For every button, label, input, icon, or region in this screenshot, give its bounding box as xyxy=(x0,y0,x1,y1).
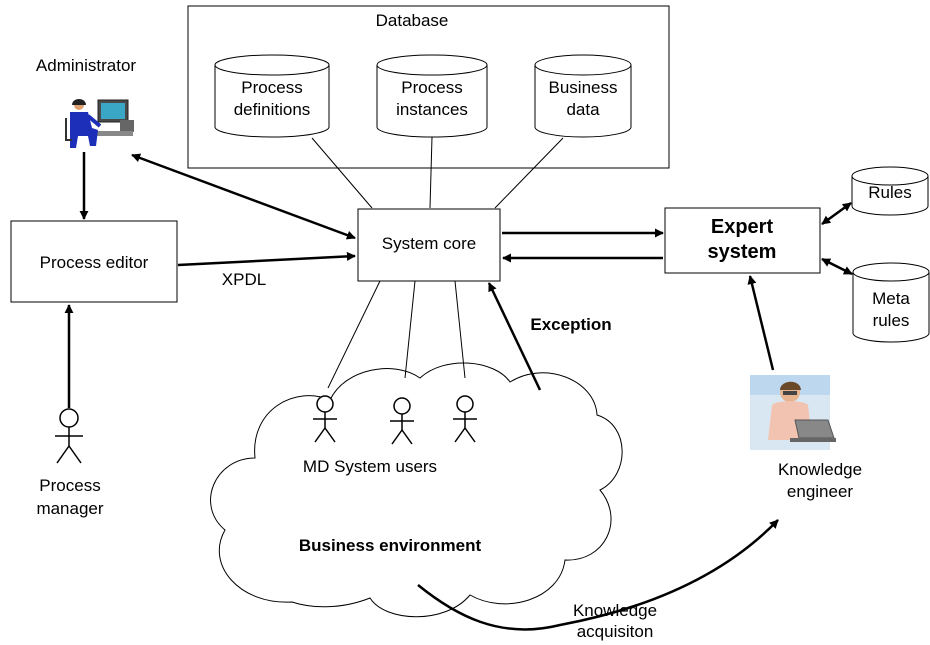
process-editor-label: Process editor xyxy=(40,253,149,272)
data-store-business-data: Business data xyxy=(534,54,632,138)
business-environment-label: Business environment xyxy=(299,536,482,555)
rules-label: Rules xyxy=(868,183,911,202)
md-system-users-label: MD System users xyxy=(303,457,437,476)
database-title: Database xyxy=(376,11,449,30)
expert-system-label-line2: system xyxy=(708,241,777,263)
meta-rules-store: Meta rules xyxy=(852,262,930,343)
arrow-admin-core xyxy=(131,153,356,240)
process-manager-icon xyxy=(55,408,83,464)
business-environment-cloud xyxy=(210,362,623,618)
data-store-process-instances: Process instances xyxy=(376,54,488,138)
arrow-xpdl xyxy=(177,251,356,267)
store-label-line1: Process xyxy=(241,78,302,97)
user-icon xyxy=(390,397,414,445)
knowledge-engineer-icon xyxy=(750,375,836,450)
arrow-engineer-expert xyxy=(747,275,775,371)
exception-label: Exception xyxy=(530,315,611,334)
store-label-line2: definitions xyxy=(234,100,311,119)
store-label-line1: Process xyxy=(401,78,462,97)
process-manager-label-line2: manager xyxy=(36,499,103,518)
user-icon xyxy=(313,395,337,443)
store-label-line1: Business xyxy=(549,78,618,97)
process-manager-label-line1: Process xyxy=(39,476,100,495)
link-core-env xyxy=(327,280,381,389)
link-core-user1 xyxy=(404,280,416,379)
knowledge-acquisition-label-line1: Knowledge xyxy=(573,601,657,620)
rules-store: Rules xyxy=(851,166,929,216)
meta-rules-label-line2: rules xyxy=(873,311,910,330)
xpdl-label: XPDL xyxy=(222,270,266,289)
link-business-core xyxy=(494,137,564,209)
administrator-label: Administrator xyxy=(36,56,136,75)
arrow-expert-meta xyxy=(821,257,853,276)
store-label-line2: instances xyxy=(396,100,468,119)
user-icon xyxy=(453,395,477,443)
arrow-expert-rules xyxy=(821,201,852,226)
administrator-computer-icon xyxy=(65,99,134,148)
expert-system-box: Expert system xyxy=(664,207,821,274)
expert-system-label-line1: Expert xyxy=(711,216,774,238)
knowledge-engineer-label-line1: Knowledge xyxy=(778,460,862,479)
meta-rules-label-line1: Meta xyxy=(872,289,910,308)
system-core-label: System core xyxy=(382,234,476,253)
link-core-user2 xyxy=(454,280,466,379)
system-core-box: System core xyxy=(357,208,501,282)
knowledge-engineer-label-line2: engineer xyxy=(787,482,854,501)
knowledge-acquisition-label-line2: acquisiton xyxy=(577,622,654,641)
process-editor-box: Process editor xyxy=(10,220,178,303)
data-store-process-definitions: Process definitions xyxy=(214,54,330,138)
link-instances-core xyxy=(429,136,433,209)
arrow-knowledge-acquisition xyxy=(417,519,779,631)
arrow-exception xyxy=(487,282,542,391)
store-label-line2: data xyxy=(566,100,600,119)
